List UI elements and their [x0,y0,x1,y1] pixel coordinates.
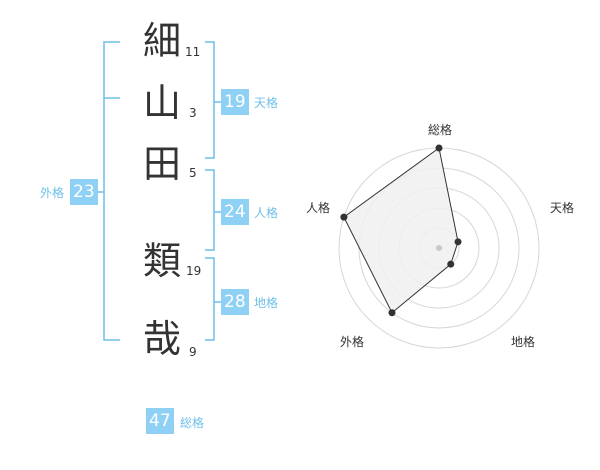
stroke-count-4: 19 [186,264,202,278]
radar-polygon [343,147,459,314]
name-char-3: 田 [143,142,182,186]
radar-point-4 [340,213,348,221]
name-char-4: 類 [143,239,182,283]
chikaku-label: 地格 [254,296,279,310]
name-char-2: 山 [143,81,182,125]
radar-point-3 [388,309,396,317]
name-char-1: 細 [143,19,182,63]
name-char-5: 哉 [143,317,182,361]
tenkaku-value: 19 [221,89,249,115]
radar-point-2 [447,260,455,268]
jinkaku-value: 24 [221,199,249,225]
soukaku-label: 総格 [180,416,205,430]
gaikaku-value: 23 [70,179,98,205]
jinkaku-bracket [205,169,215,251]
soukaku-value: 47 [146,408,174,434]
radar-label-tenkaku: 天格 [550,201,575,215]
stroke-count-3: 5 [189,166,197,180]
radar-label-gaikaku: 外格 [340,335,365,349]
tenkaku-label: 天格 [254,96,279,110]
stroke-count-1: 11 [185,45,201,59]
stroke-count-2: 3 [189,106,197,120]
jinkaku-label: 人格 [254,206,279,220]
radar-label-jinkaku: 人格 [306,201,331,215]
chikaku-bracket [205,257,215,341]
radar-point-1 [454,238,462,246]
radar-label-soukaku: 総格 [428,123,453,137]
gaikaku-label: 外格 [40,186,65,200]
tenkaku-bracket [205,41,215,159]
radar-center [436,245,442,251]
stroke-count-5: 9 [189,345,197,359]
radar-point-0 [435,144,443,152]
chikaku-value: 28 [221,289,249,315]
radar-label-chikaku: 地格 [511,335,536,349]
gaikaku-bracket [103,41,120,341]
